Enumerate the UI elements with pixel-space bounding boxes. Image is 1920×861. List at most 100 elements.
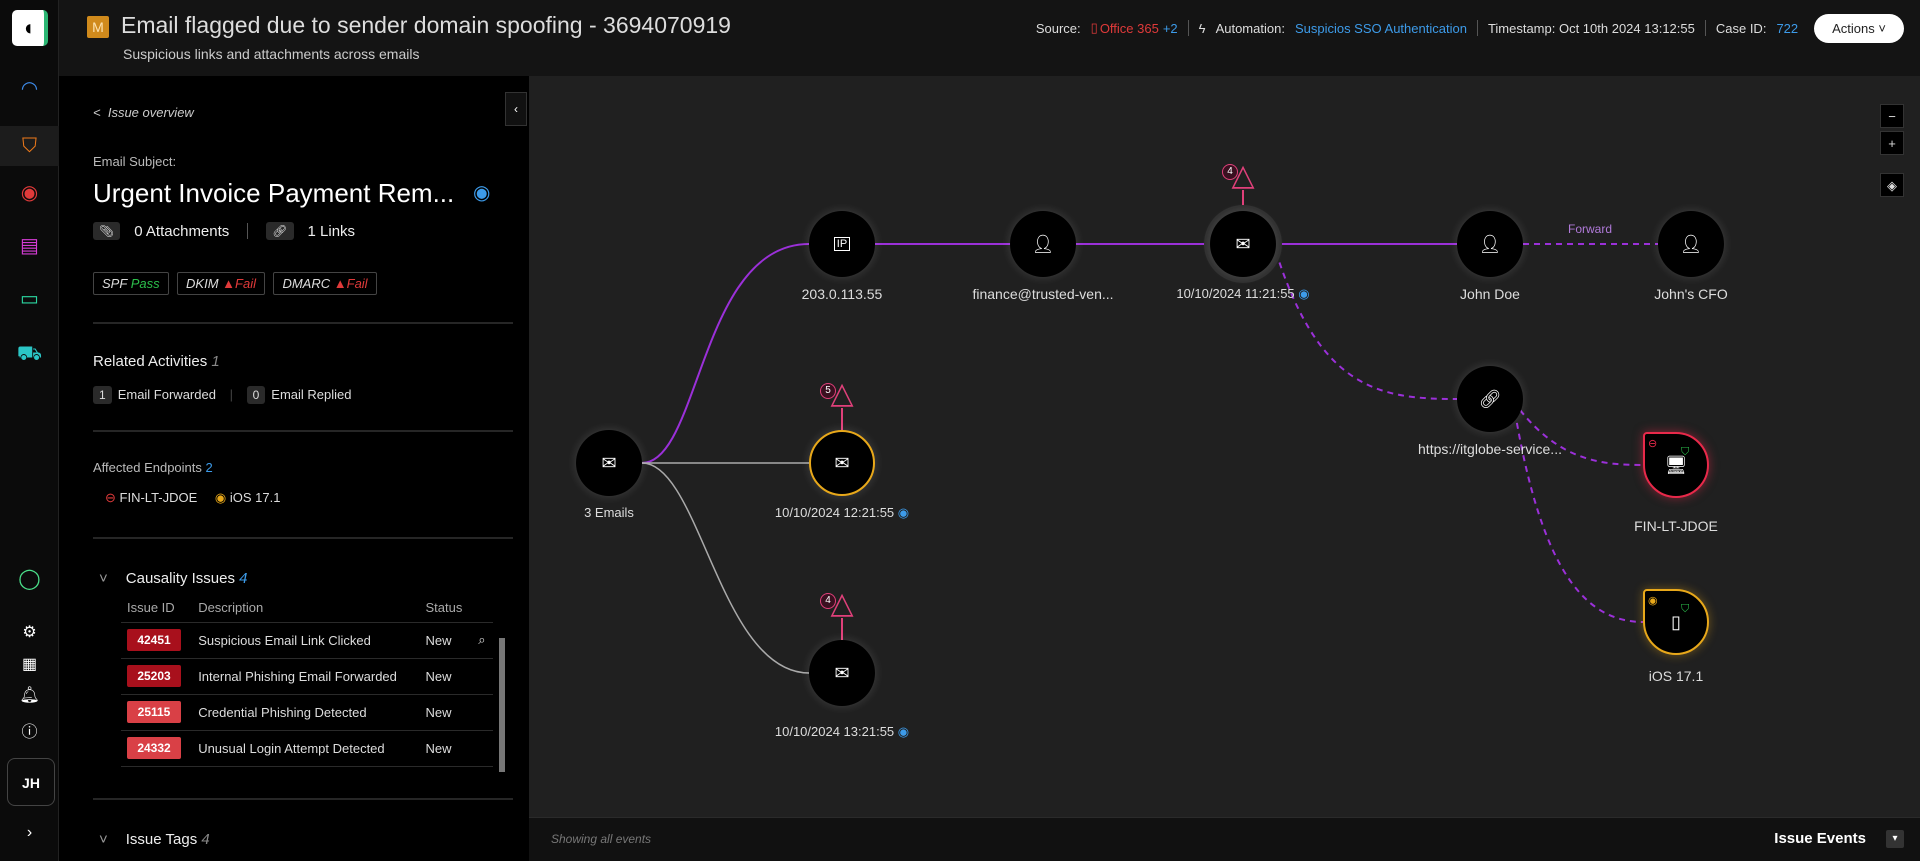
automation-link[interactable]: Suspicios SSO Authentication: [1294, 20, 1467, 36]
page-subtitle: Suspicious links and attachments across …: [123, 46, 420, 62]
back-link[interactable]: < Issue overview: [93, 105, 194, 120]
node-label: 10/10/2024 13:21:55 ◉: [775, 724, 909, 740]
issue-description: Suspicious Email Link Clicked: [192, 622, 420, 659]
auth-result: Fail: [346, 276, 368, 291]
eye-icon[interactable]: ◉: [20, 182, 39, 204]
issue-events-label: Issue Events: [1774, 830, 1866, 847]
app-logo[interactable]: ◖: [12, 10, 48, 46]
user-forward-icon: 👤︎: [1031, 233, 1055, 254]
events-status: Showing all events: [551, 832, 652, 846]
email-timestamp: 10/10/2024 13:21:55: [774, 724, 895, 739]
email-node-1[interactable]: ✉: [1210, 211, 1276, 277]
spf-badge: SPF Pass: [93, 272, 169, 295]
link-icon: 🔗︎: [1478, 388, 1502, 409]
issue-events-dropdown[interactable]: ▾: [1886, 830, 1904, 848]
actions-button[interactable]: Actions ˅: [1814, 13, 1904, 43]
avatar[interactable]: JH: [7, 758, 55, 806]
eye-icon[interactable]: ◉: [1298, 286, 1310, 301]
circle-app-icon[interactable]: ◯: [18, 568, 41, 590]
endpoint-node-fin[interactable]: 🖥︎⊖⛉: [1643, 432, 1709, 498]
warning-icon[interactable]: △: [1231, 159, 1255, 192]
collapse-panel-button[interactable]: ‹: [505, 92, 527, 126]
eye-icon[interactable]: ◉: [897, 724, 910, 739]
monitor-icon[interactable]: ▭: [20, 288, 39, 310]
subject-label: Email Subject:: [93, 154, 177, 169]
node-label: iOS 17.1: [1648, 668, 1704, 684]
user-icon: 👤︎: [1679, 233, 1703, 254]
email-node-3[interactable]: ✉: [809, 640, 875, 706]
zoom-in-button[interactable]: +: [1880, 131, 1904, 155]
links-count: 1 Links: [307, 222, 356, 240]
grid-icon[interactable]: ▦: [21, 656, 38, 673]
endpoint-node-ios[interactable]: ▯◉⛉: [1643, 589, 1709, 655]
issue-description: Credential Phishing Detected: [192, 694, 420, 731]
help-icon[interactable]: ⓘ: [21, 724, 38, 741]
node-label: John Doe: [1460, 286, 1520, 302]
user-node-john[interactable]: 👤︎: [1457, 211, 1523, 277]
column-header: Issue ID: [121, 594, 193, 623]
investigate-icon[interactable]: ⌕: [472, 622, 493, 659]
node-label: 3 Emails: [584, 505, 634, 520]
activity-label: Email Replied: [271, 387, 352, 402]
recenter-button[interactable]: ◈: [1880, 173, 1904, 197]
issue-id[interactable]: 42451: [127, 629, 181, 651]
endpoint-item[interactable]: iOS 17.1: [229, 490, 281, 505]
dashboard-icon[interactable]: ◠: [20, 78, 39, 100]
forward-edge-label: Forward: [1567, 222, 1613, 236]
ip-node[interactable]: IP: [809, 211, 875, 277]
zoom-out-button[interactable]: −: [1880, 104, 1904, 128]
expand-icon[interactable]: ›: [26, 824, 33, 841]
user-node-cfo[interactable]: 👤︎: [1658, 211, 1724, 277]
scrollbar[interactable]: [499, 638, 505, 772]
automation-label: Automation:: [1215, 20, 1285, 36]
alert-count: 5: [820, 383, 836, 399]
mail-icon: ✉: [834, 452, 850, 473]
auth-results: SPF Pass DKIM ▲Fail DMARC ▲Fail: [93, 272, 381, 295]
issue-id[interactable]: 25115: [127, 701, 181, 723]
source-more[interactable]: +2: [1162, 20, 1178, 36]
sender-node[interactable]: 👤︎: [1010, 211, 1076, 277]
shield-icon[interactable]: ⛉: [0, 126, 59, 166]
gear-icon[interactable]: ⚙: [22, 624, 37, 641]
warning-icon[interactable]: △: [830, 377, 854, 410]
warning-icon[interactable]: △: [830, 587, 854, 620]
document-icon[interactable]: ▤: [20, 235, 39, 257]
back-label: Issue overview: [107, 105, 194, 120]
column-header: Description: [192, 594, 420, 623]
user-icon: 👤︎: [1478, 233, 1502, 254]
issue-status: New: [419, 658, 473, 695]
emails-group-node[interactable]: ✉: [576, 430, 642, 496]
email-node-2[interactable]: ✉: [809, 430, 875, 496]
case-id-link[interactable]: 722: [1776, 20, 1799, 36]
divider: [93, 430, 513, 432]
endpoint-list: ⊖ FIN-LT-JDOE ◉ iOS 17.1: [105, 490, 280, 506]
edge: [1514, 411, 1644, 623]
causality-issues-toggle[interactable]: ˅Causality Issues 4: [99, 570, 248, 587]
issue-id[interactable]: 24332: [127, 737, 181, 759]
issue-tags-toggle[interactable]: ˅Issue Tags 4: [99, 831, 210, 848]
node-label: 10/10/2024 11:21:55 ◉: [1176, 286, 1309, 302]
endpoint-item[interactable]: FIN-LT-JDOE: [119, 490, 198, 505]
url-node[interactable]: 🔗︎: [1457, 366, 1523, 432]
issue-status: New: [419, 694, 473, 731]
email-timestamp: 10/10/2024 12:21:55: [774, 505, 895, 520]
eye-icon[interactable]: ◉: [897, 505, 910, 520]
issue-id[interactable]: 25203: [127, 665, 181, 687]
source-value[interactable]: Office 365: [1099, 20, 1159, 36]
edge: [1275, 251, 1458, 400]
page-title: Email flagged due to sender domain spoof…: [121, 12, 731, 38]
activity-label: Email Forwarded: [117, 387, 216, 402]
eye-icon[interactable]: ◉: [473, 182, 491, 204]
warning-icon: ▲: [333, 276, 347, 291]
bell-icon[interactable]: 🔔︎: [19, 687, 40, 704]
cart-icon[interactable]: ⛟: [16, 343, 43, 365]
section-title: Related Activities: [93, 353, 208, 370]
count-chip: 0: [246, 386, 266, 404]
severity-badge: M: [87, 16, 109, 38]
divider: [1476, 20, 1478, 36]
